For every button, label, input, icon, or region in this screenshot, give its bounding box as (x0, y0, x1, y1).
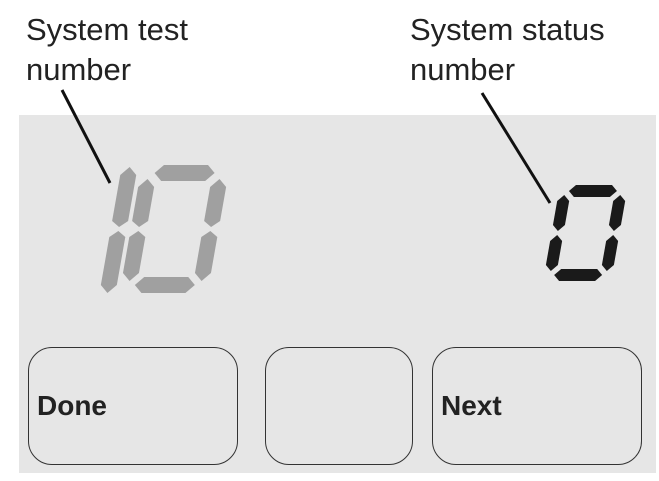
test-digit-0-upper-left-segment (132, 179, 155, 227)
system-test-leader-line (60, 89, 112, 184)
status-digit-0-lower-left-segment (545, 235, 563, 271)
done-button-label: Done (37, 390, 107, 421)
system-status-callout-line2: number (410, 52, 516, 87)
system-status-callout-label: System status number (410, 10, 605, 90)
system-test-callout-line2: number (26, 52, 132, 87)
blank-button[interactable] (265, 347, 413, 465)
system-status-number-display (545, 185, 626, 281)
test-digit-0-lower-right-segment (194, 231, 218, 281)
system-status-callout-line1: System status (410, 12, 605, 47)
system-test-number-display (100, 165, 227, 293)
status-digit-0-top-segment (568, 185, 617, 197)
done-button[interactable]: Done (28, 347, 238, 465)
next-button-label: Next (441, 390, 502, 421)
status-digit-0-lower-right-segment (601, 235, 619, 271)
status-digit-0-bottom-segment (554, 269, 603, 281)
test-digit-0-upper-right-segment (204, 179, 227, 227)
test-digit-1-lower-segment (100, 231, 126, 293)
status-digit-0-upper-right-segment (608, 195, 626, 231)
test-digit-0-lower-left-segment (122, 231, 146, 281)
test-digit-0-top-segment (154, 165, 215, 181)
system-status-leader-line (480, 92, 552, 204)
system-test-callout-label: System test number (26, 10, 188, 90)
status-digit-0-upper-left-segment (552, 195, 570, 231)
test-digit-1-upper-segment (112, 167, 137, 227)
system-test-callout-line1: System test (26, 12, 188, 47)
test-digit-0-bottom-segment (134, 277, 195, 293)
next-button[interactable]: Next (432, 347, 642, 465)
